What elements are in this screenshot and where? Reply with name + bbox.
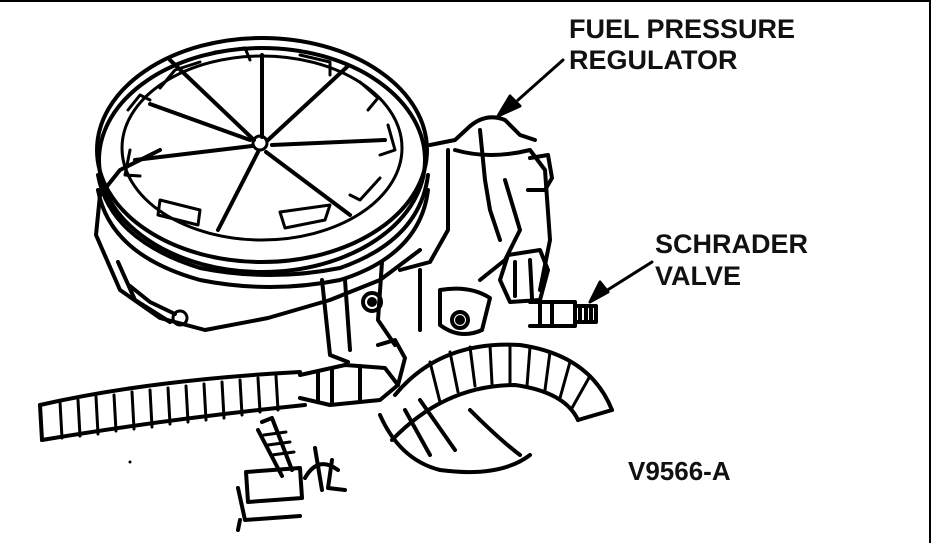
fuel-pressure-regulator-body <box>376 115 554 347</box>
air-cover <box>95 36 430 289</box>
ribbed-hose-curved <box>378 342 614 475</box>
figure-id: V9566-A <box>628 456 731 486</box>
right-border <box>929 0 931 543</box>
fuel-pressure-regulator-label: FUEL PRESSURE REGULATOR <box>569 16 795 74</box>
sv-label-line-2: VALVE <box>655 261 742 291</box>
schrader-valve-label: SCHRADER VALVE <box>655 231 808 290</box>
sv-label-line-1: SCHRADER <box>655 229 809 259</box>
fpr-label-line-2: REGULATOR <box>569 45 738 75</box>
fuel-rail-tube <box>298 278 407 407</box>
top-border <box>0 0 931 2</box>
schrader-valve-fitting <box>528 300 598 328</box>
ribbed-hose-left <box>38 370 307 442</box>
fpr-label-line-1: FUEL PRESSURE <box>569 14 796 44</box>
lower-stud-bracket <box>128 416 347 532</box>
leader-arrows <box>496 58 654 304</box>
